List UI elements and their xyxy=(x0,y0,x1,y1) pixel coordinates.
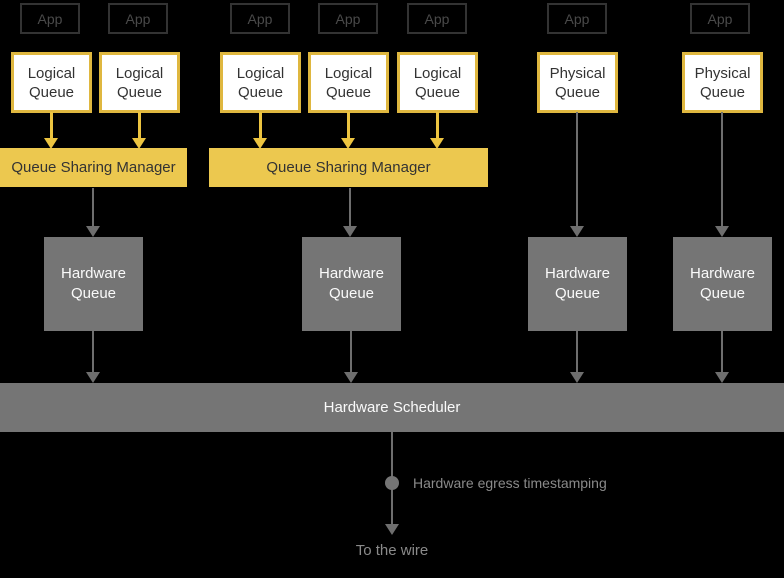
hardware-scheduler-bar: Hardware Scheduler xyxy=(0,383,784,432)
arrow-stem xyxy=(435,112,439,139)
arrow-stem xyxy=(350,331,352,373)
arrow-physical-queue-to-hardware-queue xyxy=(715,112,729,237)
queue-label: Physical Queue xyxy=(549,64,606,101)
arrow-stem xyxy=(258,112,262,139)
arrow-hardware-queue-to-scheduler xyxy=(570,331,584,383)
arrow-head xyxy=(253,138,267,149)
logical-queue-box: Logical Queue xyxy=(11,52,92,113)
arrow-qsm-to-hardware-queue xyxy=(343,188,357,237)
app-label: App xyxy=(424,10,450,27)
app-box: App xyxy=(230,3,290,34)
arrow-head xyxy=(570,372,584,383)
arrow-stem xyxy=(721,331,723,373)
arrow-hardware-queue-to-scheduler xyxy=(86,331,100,383)
arrow-head xyxy=(132,138,146,149)
arrow-stem xyxy=(349,188,351,227)
app-box: App xyxy=(108,3,168,34)
app-box: App xyxy=(407,3,467,34)
arrow-stem xyxy=(49,112,53,139)
arrow-head xyxy=(344,372,358,383)
app-label: App xyxy=(564,10,590,27)
queue-sharing-manager-bar: Queue Sharing Manager xyxy=(209,148,488,187)
hardware-queue-label: Hardware Queue xyxy=(544,265,611,302)
logical-queue-box: Logical Queue xyxy=(220,52,301,113)
app-label: App xyxy=(335,10,361,27)
queue-label: Logical Queue xyxy=(413,64,462,101)
arrow-head xyxy=(715,226,729,237)
queue-label: Physical Queue xyxy=(694,64,751,101)
arrow-stem xyxy=(137,112,141,139)
app-box: App xyxy=(690,3,750,34)
physical-queue-box: Physical Queue xyxy=(682,52,763,113)
arrow-head xyxy=(343,226,357,237)
logical-queue-box: Logical Queue xyxy=(99,52,180,113)
physical-queue-box: Physical Queue xyxy=(537,52,618,113)
hardware-queue-box: Hardware Queue xyxy=(673,237,772,331)
queue-sharing-manager-bar: Queue Sharing Manager xyxy=(0,148,187,187)
arrow-stem xyxy=(346,112,350,139)
app-label: App xyxy=(707,10,733,27)
app-box: App xyxy=(318,3,378,34)
egress-timestamp-note: Hardware egress timestamping xyxy=(413,475,607,491)
logical-queue-box: Logical Queue xyxy=(308,52,389,113)
arrow-stem xyxy=(576,331,578,373)
arrow-head xyxy=(430,138,444,149)
arrow-head xyxy=(44,138,58,149)
arrow-head xyxy=(385,524,399,535)
arrow-qsm-to-hardware-queue xyxy=(86,188,100,237)
to-the-wire-label: To the wire xyxy=(355,542,429,559)
arrow-stem xyxy=(721,112,723,227)
hardware-queue-box: Hardware Queue xyxy=(528,237,627,331)
queue-label: Logical Queue xyxy=(236,64,285,101)
qsm-label: Queue Sharing Manager xyxy=(266,159,431,176)
arrow-logical-queue-to-qsm xyxy=(341,112,355,149)
arrow-logical-queue-to-qsm xyxy=(253,112,267,149)
arrow-logical-queue-to-qsm xyxy=(132,112,146,149)
arrow-head xyxy=(86,372,100,383)
hardware-queue-label: Hardware Queue xyxy=(318,265,385,302)
arrow-logical-queue-to-qsm xyxy=(430,112,444,149)
arrow-hardware-queue-to-scheduler xyxy=(344,331,358,383)
arrow-hardware-queue-to-scheduler xyxy=(715,331,729,383)
hardware-queue-box: Hardware Queue xyxy=(44,237,143,331)
arrow-stem xyxy=(92,188,94,227)
app-label: App xyxy=(247,10,273,27)
arrow-head xyxy=(341,138,355,149)
queue-label: Logical Queue xyxy=(324,64,373,101)
queue-label: Logical Queue xyxy=(115,64,164,101)
app-box: App xyxy=(20,3,80,34)
arrow-logical-queue-to-qsm xyxy=(44,112,58,149)
hardware-scheduler-label: Hardware Scheduler xyxy=(323,399,461,416)
hardware-queue-label: Hardware Queue xyxy=(689,265,756,302)
arrow-head xyxy=(570,226,584,237)
egress-timestamp-dot xyxy=(385,476,399,490)
hardware-queue-box: Hardware Queue xyxy=(302,237,401,331)
qsm-label: Queue Sharing Manager xyxy=(11,159,176,176)
queue-label: Logical Queue xyxy=(27,64,76,101)
app-label: App xyxy=(37,10,63,27)
arrow-head xyxy=(715,372,729,383)
arrow-stem xyxy=(576,112,578,227)
logical-queue-box: Logical Queue xyxy=(397,52,478,113)
arrow-physical-queue-to-hardware-queue xyxy=(570,112,584,237)
app-box: App xyxy=(547,3,607,34)
arrow-stem xyxy=(92,331,94,373)
app-label: App xyxy=(125,10,151,27)
hardware-queue-label: Hardware Queue xyxy=(60,265,127,302)
arrow-head xyxy=(86,226,100,237)
